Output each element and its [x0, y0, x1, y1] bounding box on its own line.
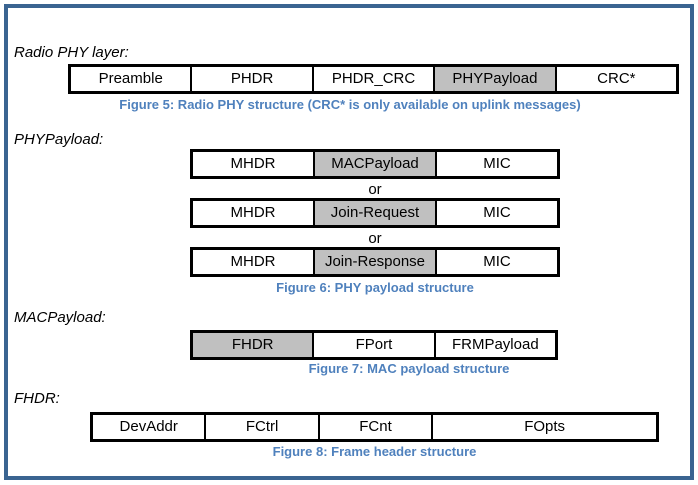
macpayload-label: MACPayload: [14, 309, 106, 326]
cell-mhdr: MHDR [230, 155, 276, 172]
cell-mic: MIC [435, 152, 557, 176]
figure-7-caption: Figure 7: MAC payload structure [308, 361, 510, 376]
cell-join-response: Join-Response [313, 250, 435, 274]
cell-fport: FPort [312, 333, 433, 357]
cell-devaddr: DevAddr [119, 418, 178, 435]
figure-5-caption: Figure 5: Radio PHY structure (CRC* is o… [119, 97, 581, 112]
cell-preamble: Preamble [98, 70, 163, 87]
phy-payload-table-macpayload: MHDR MACPayload MIC [190, 149, 560, 179]
cell-mhdr: MHDR [230, 204, 276, 221]
phypayload-label: PHYPayload: [14, 131, 104, 148]
or-separator: or [368, 230, 382, 247]
cell-frmpayload: FRMPayload [433, 333, 555, 357]
cell-fctrl: FCtrl [204, 415, 317, 439]
or-separator: or [368, 181, 382, 198]
cell-fcnt: FCnt [317, 415, 431, 439]
cell-crc: CRC* [554, 67, 676, 91]
radio-phy-structure-table: Preamble PHDR PHDR_CRC PHYPayload CRC* [68, 64, 679, 94]
frame-header-structure-table: DevAddr FCtrl FCnt FOpts [90, 412, 659, 442]
figure-6-caption: Figure 6: PHY payload structure [276, 280, 474, 295]
radio-phy-layer-label: Radio PHY layer: [14, 44, 129, 61]
mac-payload-structure-table: FHDR FPort FRMPayload [190, 330, 558, 360]
cell-fhdr: FHDR [193, 333, 313, 357]
cell-mhdr: MHDR [230, 253, 276, 270]
fhdr-label: FHDR: [14, 390, 60, 407]
figure-8-caption: Figure 8: Frame header structure [272, 444, 477, 459]
phy-payload-table-join-request: MHDR Join-Request MIC [190, 198, 560, 228]
cell-join-request: Join-Request [313, 201, 435, 225]
cell-mic: MIC [435, 201, 557, 225]
cell-phdr: PHDR [190, 67, 311, 91]
cell-fopts: FOpts [431, 415, 656, 439]
cell-macpayload: MACPayload [313, 152, 435, 176]
cell-phypayload: PHYPayload [433, 67, 555, 91]
phy-payload-table-join-response: MHDR Join-Response MIC [190, 247, 560, 277]
cell-mic: MIC [435, 250, 557, 274]
cell-phdr-crc: PHDR_CRC [311, 67, 433, 91]
